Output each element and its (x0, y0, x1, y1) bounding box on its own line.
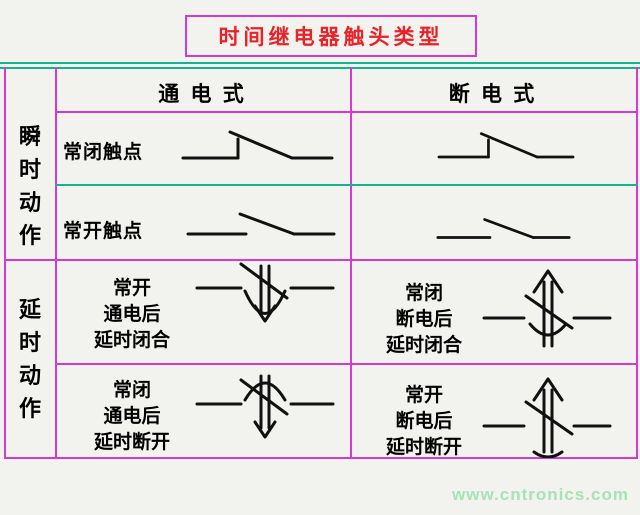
delay-close-contact-down-arrow-symbol (195, 258, 335, 346)
header-underline (55, 111, 638, 113)
table-divider-rowlabel (55, 67, 57, 459)
nc-contact-symbol (180, 128, 335, 168)
row3-left-label: 常开 通电后 延时闭合 (93, 278, 170, 351)
table-border-bottom (4, 457, 638, 459)
nc-contact-symbol (436, 130, 576, 166)
delay-open-contact-down-arrow-symbol (195, 370, 335, 458)
delay-open-contact-up-arrow-symbol (482, 376, 612, 458)
top-accent-line-1 (0, 62, 640, 64)
table-divider-columns (350, 67, 352, 459)
row2-label: 常开触点 (63, 221, 144, 242)
no-contact-symbol (436, 212, 571, 245)
page-title-box: 时间继电器触头类型 (185, 15, 477, 57)
top-accent-line-2 (0, 67, 640, 69)
table-border-left (4, 67, 6, 459)
row4-right-label: 常开 断电后 延时断开 (385, 385, 462, 458)
row1-label: 常闭触点 (63, 142, 144, 163)
delay-close-contact-up-arrow-symbol (482, 266, 612, 354)
row1-row2-separator (55, 184, 638, 186)
page-title: 时间继电器触头类型 (218, 25, 444, 49)
group-label-instant: 瞬时动作 (18, 124, 41, 248)
column-header-energized: 通 电 式 (158, 82, 247, 106)
row4-left-label: 常闭 通电后 延时断开 (93, 380, 170, 453)
column-header-deenergized: 断 电 式 (448, 82, 538, 106)
section-separator (4, 259, 638, 261)
group-label-delayed: 延时动作 (18, 297, 41, 421)
row3-row4-separator (55, 363, 638, 365)
no-contact-symbol (186, 206, 336, 242)
site-watermark: www.cntronics.com (452, 485, 629, 504)
table-border-right (636, 67, 638, 459)
row3-right-label: 常闭 断电后 延时闭合 (385, 283, 462, 356)
